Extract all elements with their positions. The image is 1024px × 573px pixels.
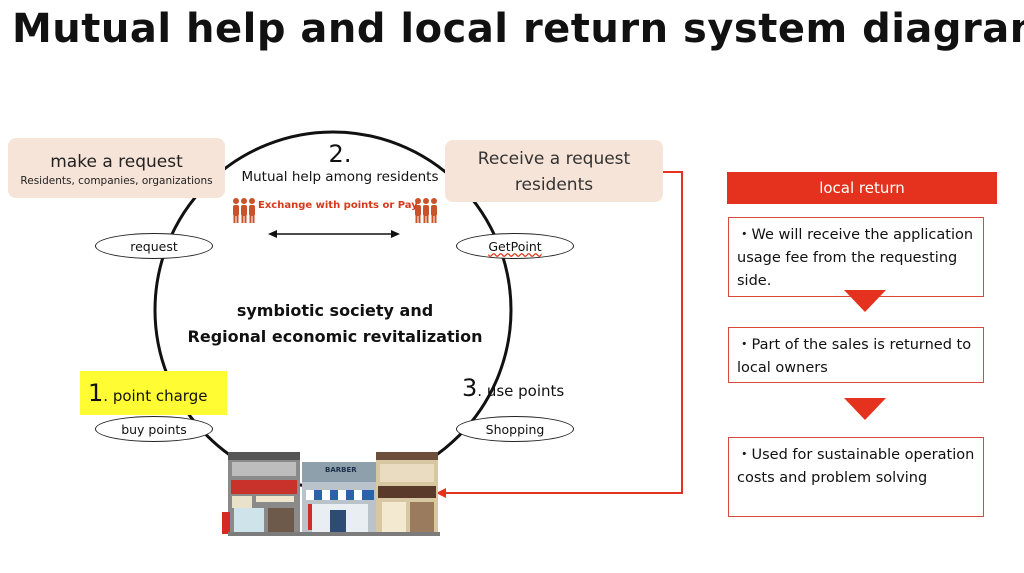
- down-arrow-icon: [844, 398, 886, 420]
- receive-request-line2: residents: [514, 175, 594, 195]
- center-text-line1: symbiotic society and: [236, 301, 434, 320]
- make-request-sub: Residents, companies, organizations: [20, 175, 213, 187]
- step-3-label: . use points: [477, 382, 565, 400]
- step-2-label: Mutual help among residents: [241, 169, 439, 185]
- local-return-header: local return: [727, 172, 997, 204]
- getpoint-text: GetPoint: [488, 239, 542, 254]
- local-return-item-3: ・Used for sustainable operation costs an…: [728, 437, 984, 517]
- barber-sign: BARBER: [325, 466, 357, 474]
- exchange-text: Exchange with points or Pay: [258, 200, 418, 211]
- oval-getpoint: GetPoint: [456, 233, 574, 259]
- return-connector: [440, 171, 683, 494]
- make-request-label: make a request: [50, 152, 183, 172]
- center-text: symbiotic society and Regional economic …: [175, 298, 495, 350]
- center-text-line2: Regional economic revitalization: [187, 327, 483, 346]
- step-2-number: 2.: [328, 140, 352, 168]
- step-1-label: . point charge: [103, 387, 208, 405]
- connector-arrowhead: [436, 488, 446, 498]
- down-arrow-icon: [844, 290, 886, 312]
- oval-buy-points: buy points: [95, 416, 213, 442]
- page-title: Mutual help and local return system diag…: [12, 6, 1024, 52]
- local-return-item-1: ・We will receive the application usage f…: [728, 217, 984, 297]
- oval-shopping: Shopping: [456, 416, 574, 442]
- receive-request-line1: Receive a request: [477, 149, 631, 169]
- point-charge-highlight: [80, 371, 227, 415]
- step-3: 3. use points: [462, 374, 564, 402]
- step-3-number: 3: [462, 374, 478, 402]
- people-group-icon: [233, 198, 255, 223]
- oval-request: request: [95, 233, 213, 259]
- step-1-number: 1: [88, 379, 104, 407]
- storefront-illustration: [222, 452, 440, 536]
- people-group-icon: [415, 198, 437, 223]
- receive-request-box: Receive a request residents: [445, 140, 663, 202]
- make-request-box: make a request Residents, companies, org…: [8, 138, 225, 198]
- local-return-item-2: ・Part of the sales is returned to local …: [728, 327, 984, 383]
- double-arrow-icon: [268, 230, 400, 238]
- step-2: 2. Mutual help among residents: [220, 140, 460, 185]
- step-1: 1. point charge: [88, 379, 207, 407]
